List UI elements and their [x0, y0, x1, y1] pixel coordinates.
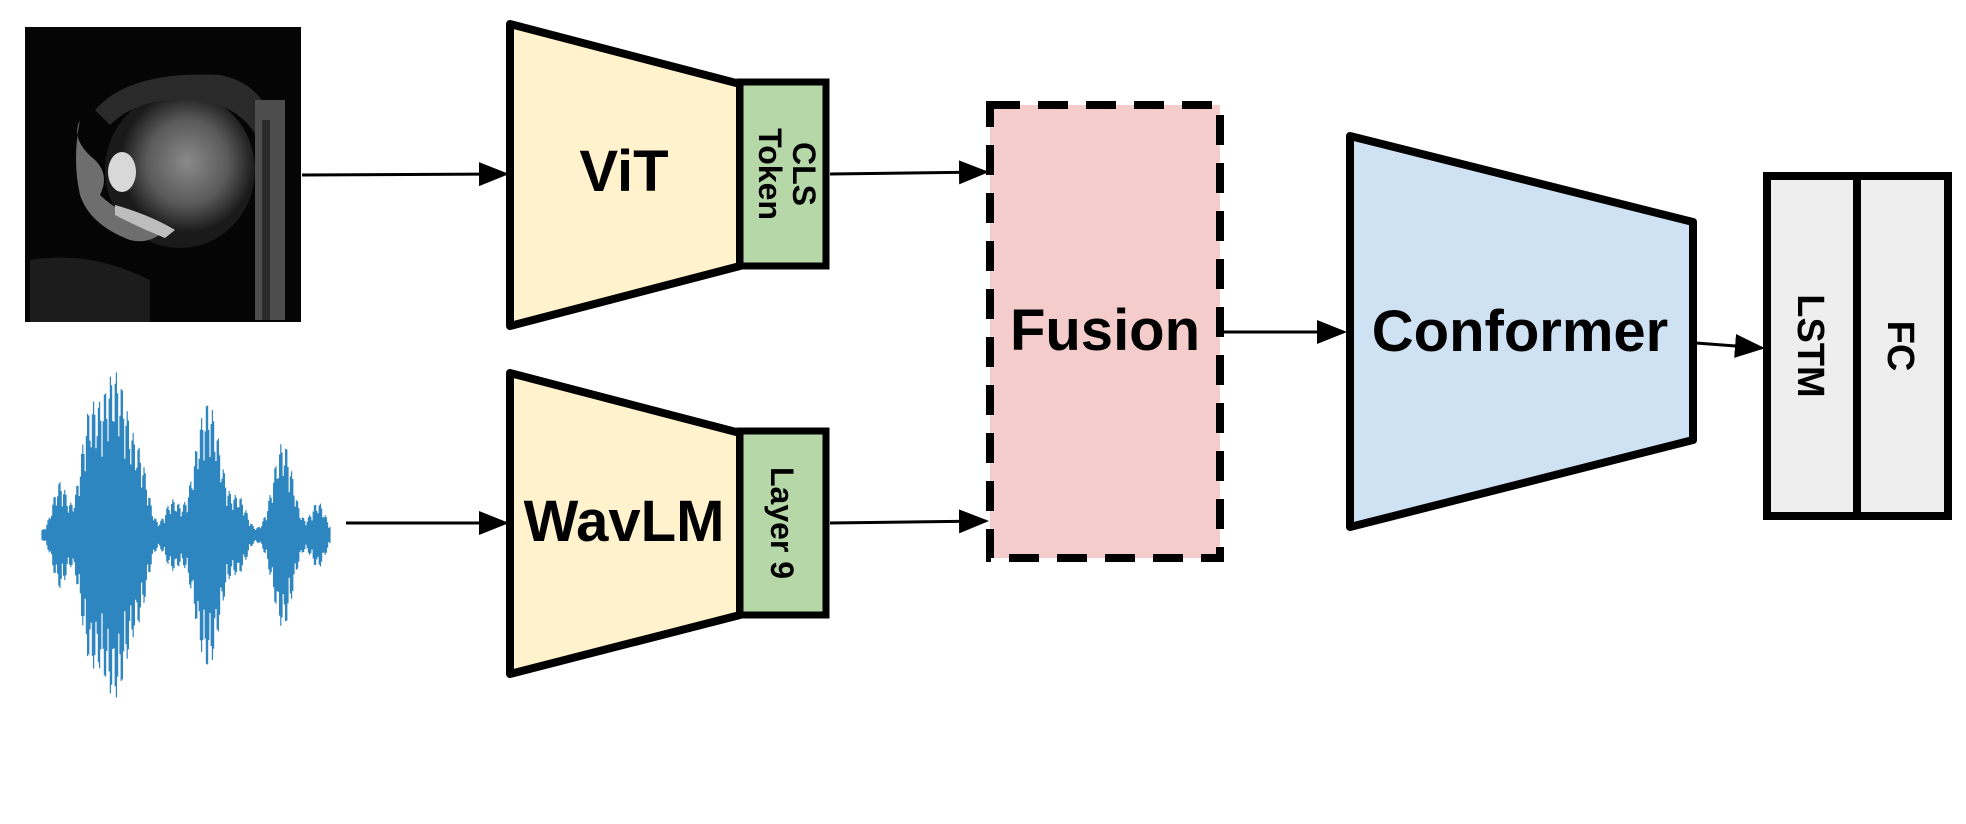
- vit-encoder: ViT: [506, 20, 744, 330]
- wavlm-encoder: WavLM: [506, 369, 744, 678]
- conformer-block: Conformer: [1346, 132, 1697, 531]
- cls-token-block: CLS Token: [736, 78, 830, 270]
- mri-image: [25, 27, 301, 322]
- cls-token-label-line2: Token: [752, 128, 788, 220]
- cls-token-label-line1: CLS: [786, 142, 822, 206]
- arrow-mri-to-vit: [301, 162, 509, 187]
- layer9-block: Layer 9: [736, 427, 830, 619]
- conformer-label: Conformer: [1372, 299, 1668, 364]
- lstm-label: LSTM: [1789, 294, 1831, 397]
- vit-label: ViT: [579, 139, 668, 204]
- wavlm-label: WavLM: [524, 489, 725, 554]
- arrow-layer9-to-fusion: [829, 509, 989, 534]
- fusion-label: Fusion: [1010, 298, 1200, 363]
- audio-waveform: [41, 372, 331, 698]
- arrow-conformer-to-lstm: [1695, 333, 1765, 358]
- lstm-fc-head: LSTM FC: [1763, 172, 1952, 520]
- fusion-block: Fusion: [986, 101, 1224, 562]
- fc-label: FC: [1879, 321, 1921, 372]
- arrow-cls-to-fusion: [829, 160, 989, 185]
- layer9-label: Layer 9: [764, 467, 800, 579]
